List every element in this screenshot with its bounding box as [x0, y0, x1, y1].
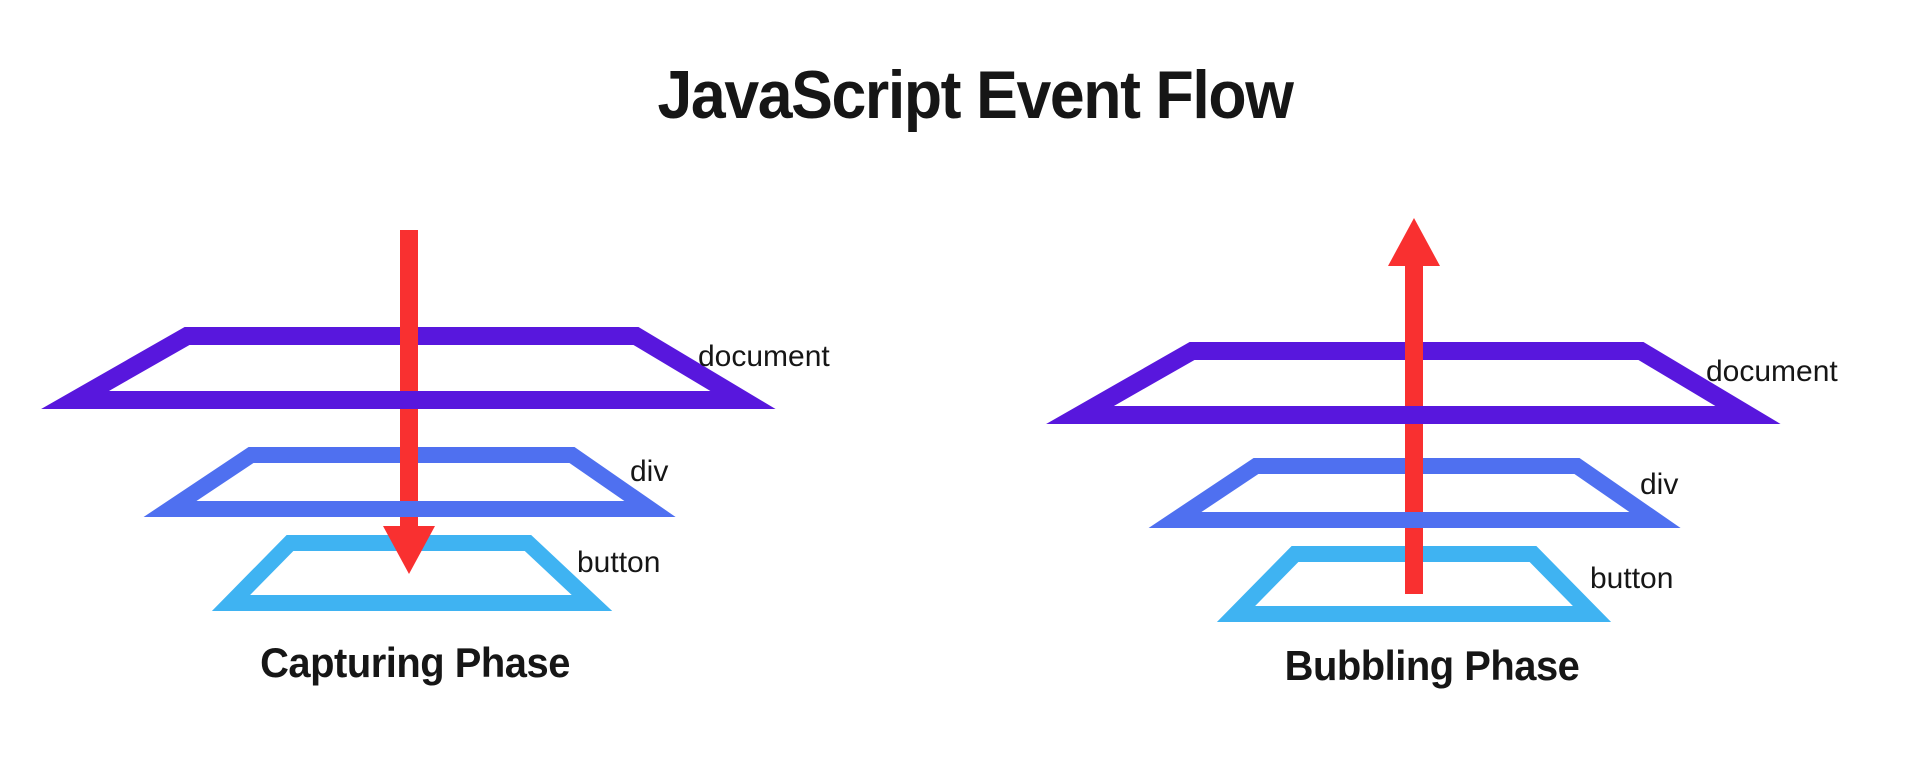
bubbling-document-trapezoid [1046, 342, 1781, 424]
capturing-phase-caption: Capturing Phase [260, 639, 570, 686]
bubbling-phase-caption: Bubbling Phase [1285, 642, 1580, 689]
page-title: JavaScript Event Flow [657, 57, 1294, 133]
capturing-div-label: div [630, 455, 668, 488]
capturing-document-trapezoid [41, 327, 776, 409]
bubbling-phase-diagram: document div button Bubbling Phase [1046, 218, 1838, 689]
capturing-div-trapezoid [143, 447, 676, 517]
bubbling-button-trapezoid [1216, 546, 1612, 622]
capturing-phase-diagram: document div button Capturing Phase [41, 230, 830, 686]
bubbling-div-label: div [1640, 468, 1678, 501]
arrow-up-icon [1388, 218, 1440, 594]
arrow-down-icon [383, 230, 435, 574]
capturing-button-trapezoid [211, 535, 613, 611]
arrow-down-head [383, 526, 435, 574]
capturing-document-label: document [698, 340, 830, 373]
capturing-button-label: button [577, 546, 660, 579]
bubbling-button-label: button [1590, 562, 1673, 595]
bubbling-document-label: document [1706, 355, 1838, 388]
bubbling-div-trapezoid [1148, 458, 1681, 528]
arrow-up-head [1388, 218, 1440, 266]
